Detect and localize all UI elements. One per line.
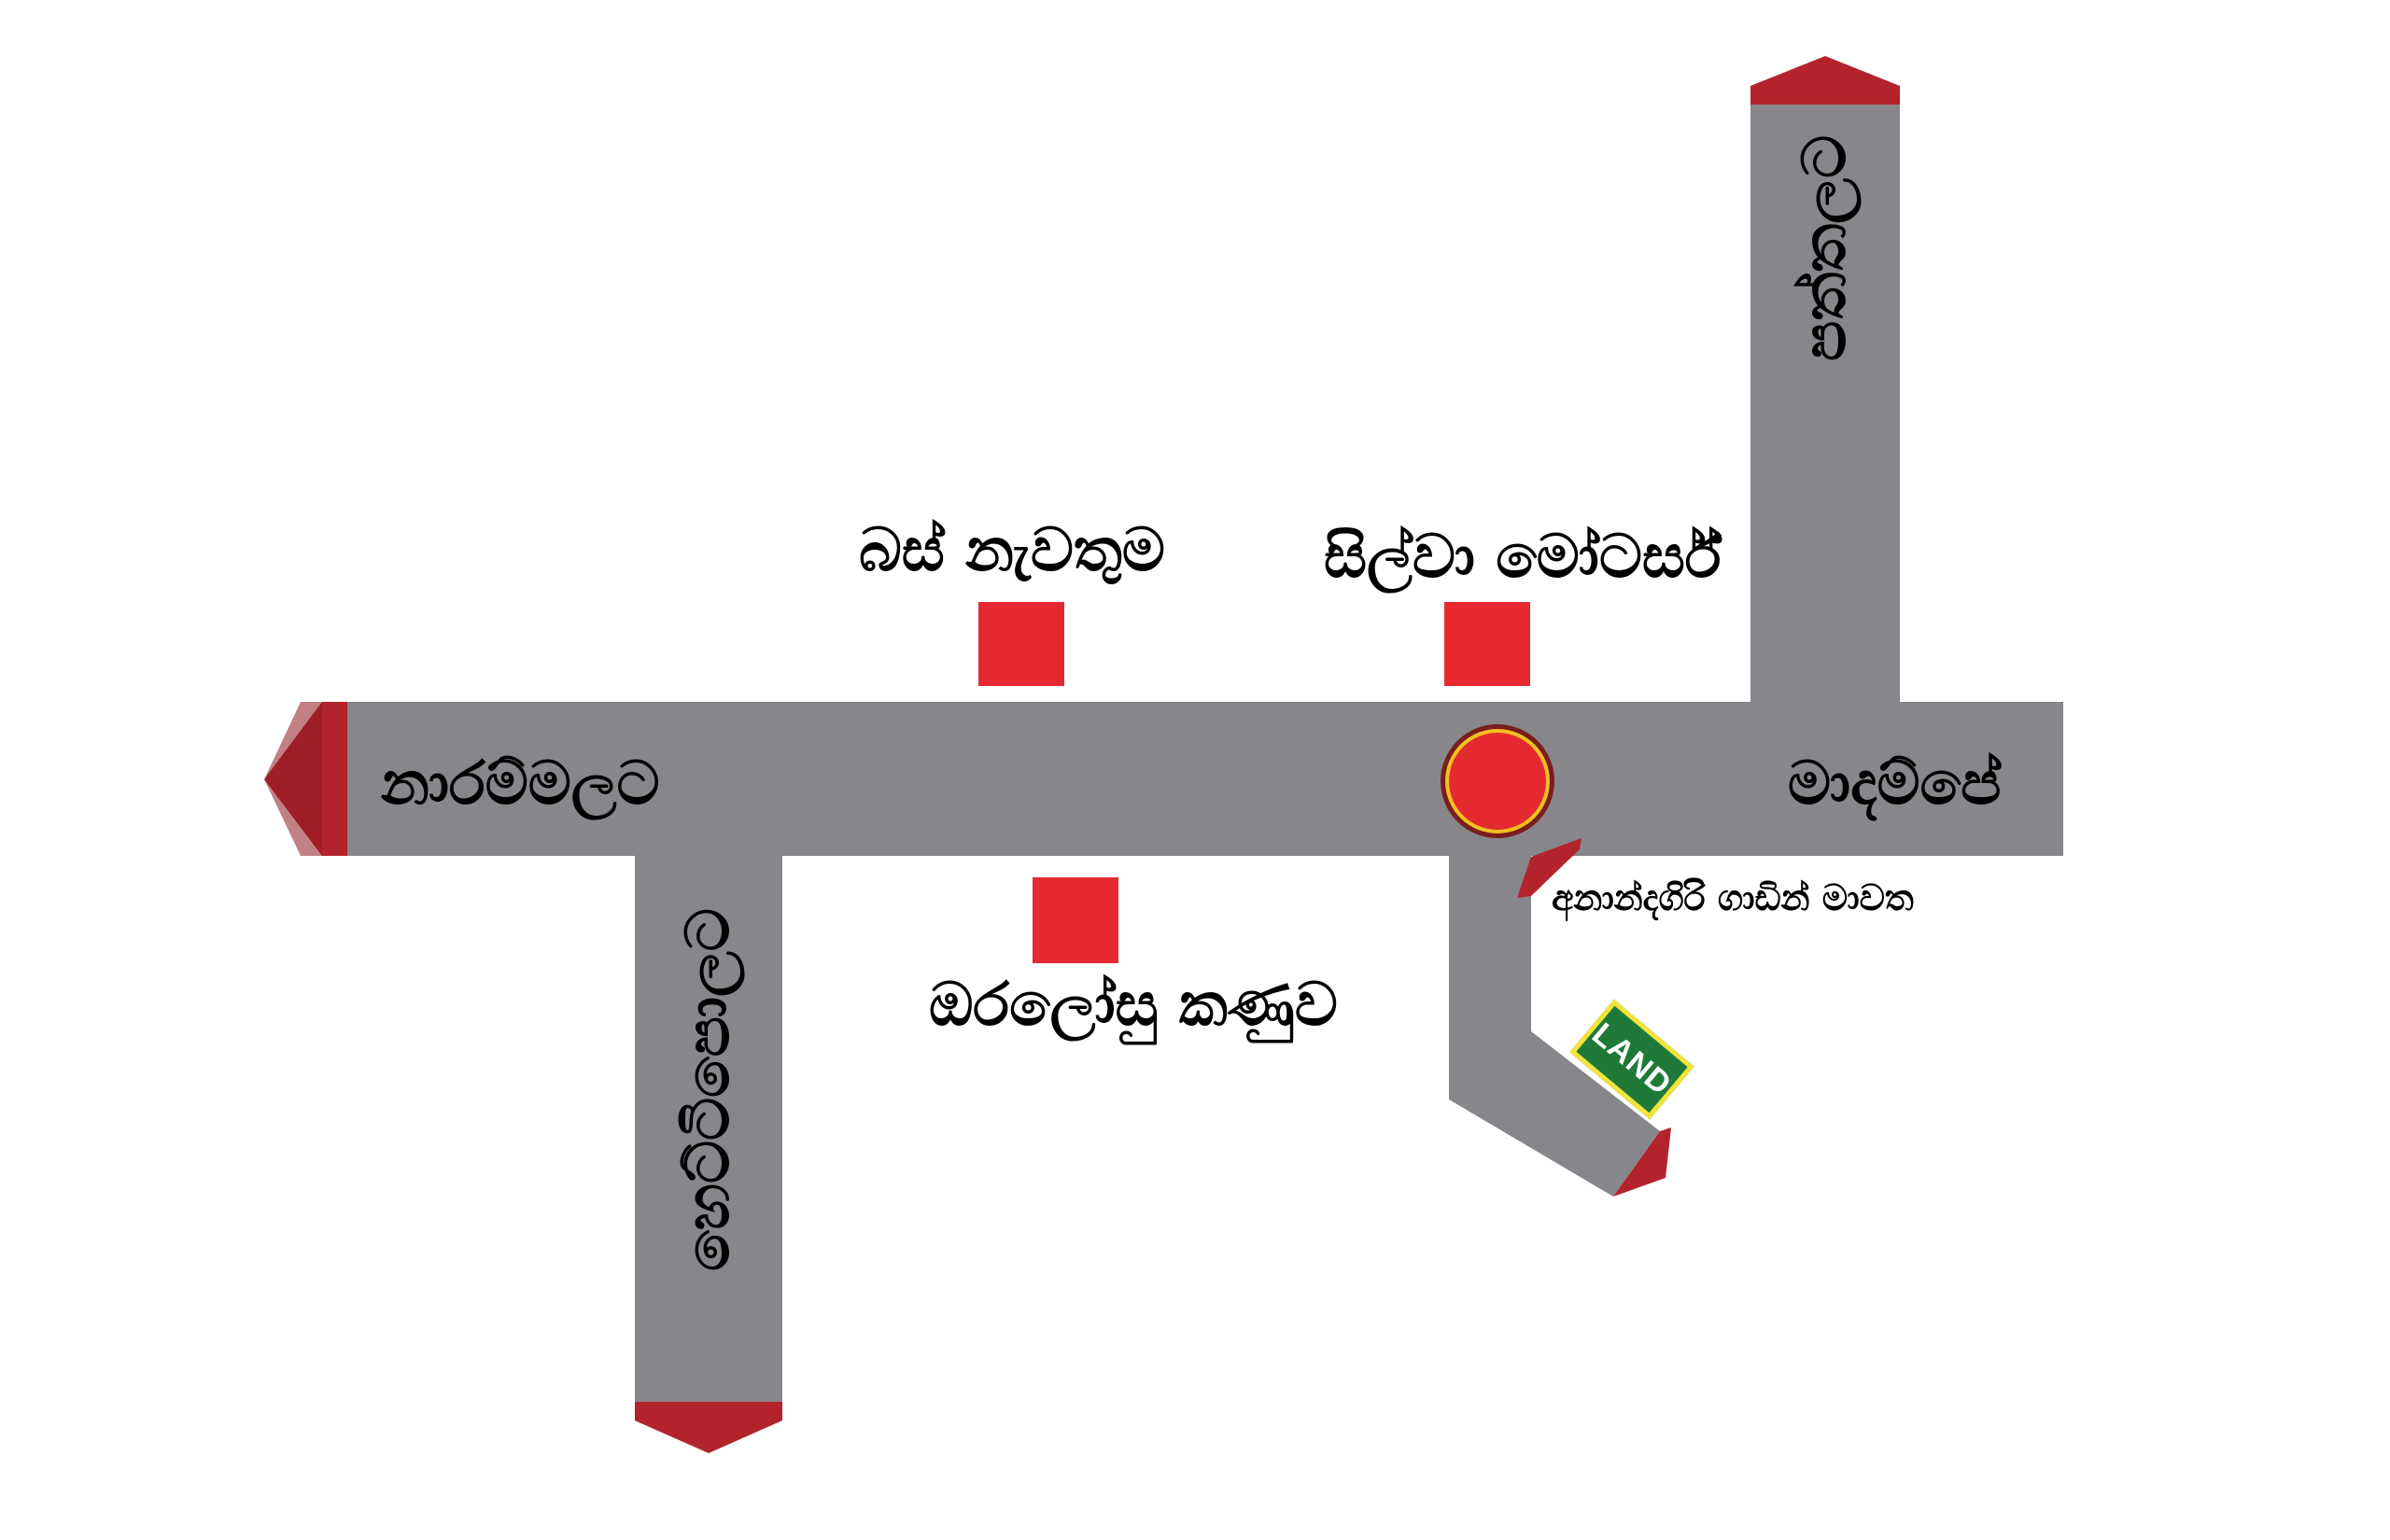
silva-motors-label: සිල්වා මෝටර්ස් xyxy=(1324,523,1722,592)
bus-stand-label: බස් නැවතුම xyxy=(859,516,1165,585)
silva-motors-marker xyxy=(1444,602,1530,686)
north-road xyxy=(1750,103,1900,709)
main-road xyxy=(336,702,2063,856)
clock-tower-marker xyxy=(1033,877,1118,963)
south-road-label: හෙට්ටිපොලට xyxy=(674,908,743,1271)
north-road-label: පත්තලට xyxy=(1791,134,1860,361)
west-road-label: නාරම්මලට xyxy=(381,749,660,819)
west-arrow-shade xyxy=(264,702,322,856)
north-arrow-icon xyxy=(1750,56,1900,105)
clock-tower-label: ඔරලෝසු කණුව xyxy=(929,971,1338,1040)
south-road xyxy=(635,840,782,1405)
side-road xyxy=(1449,840,1660,1197)
side-road-arrow-icon xyxy=(1613,1127,1671,1197)
east-road-label: මාදම්පේ xyxy=(1788,749,2002,819)
side-road-label: අනාන්දගිරි ගාඩින් මාවත xyxy=(1552,877,1914,918)
bus-stand-marker xyxy=(978,602,1064,686)
south-arrow-icon xyxy=(635,1402,782,1453)
side-road-entry-arrow-icon xyxy=(1517,838,1582,898)
roundabout-center xyxy=(1449,733,1546,830)
